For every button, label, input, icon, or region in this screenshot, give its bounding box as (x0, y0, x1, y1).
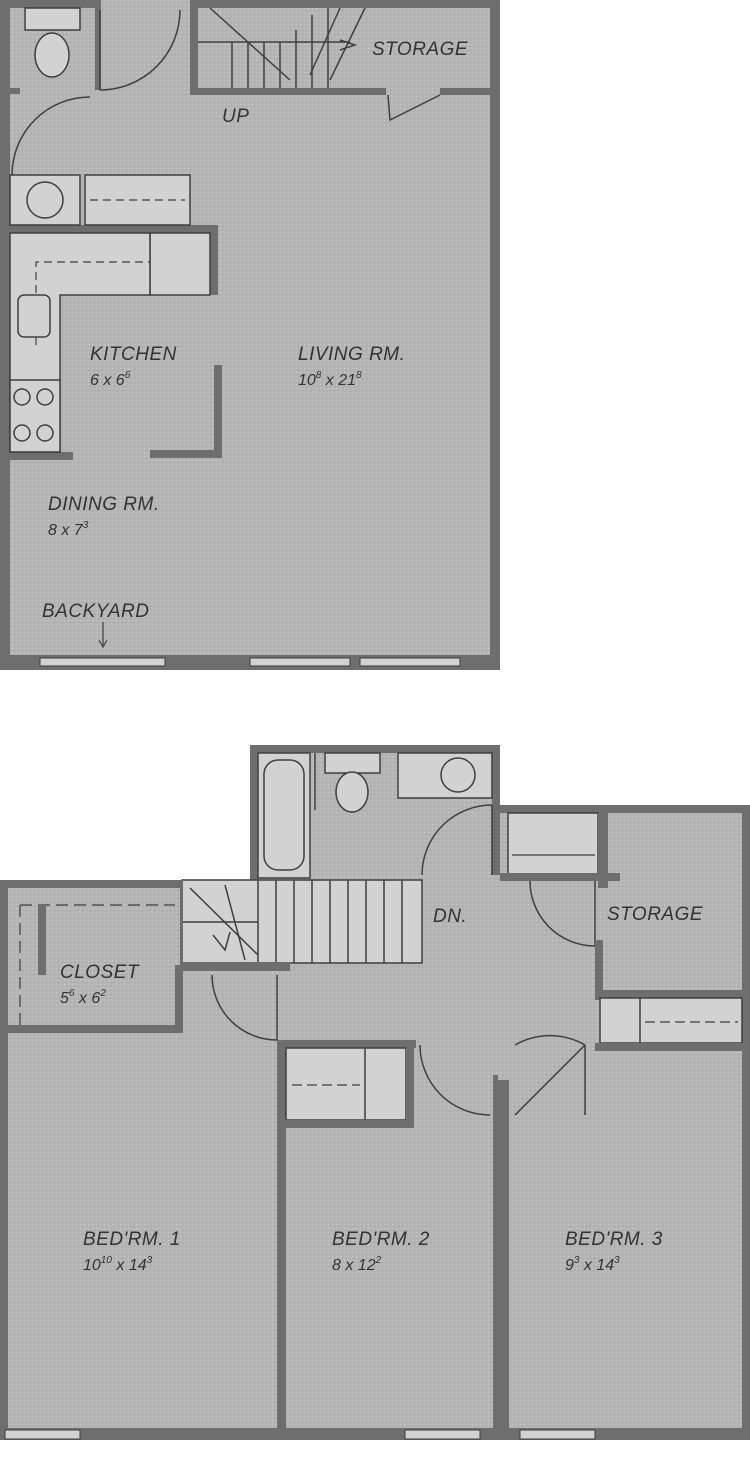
stove-burner-icon (13, 388, 31, 406)
kitchen-label: KITCHEN (90, 344, 177, 365)
storage-label-1f: STORAGE (372, 39, 468, 60)
stairs-down (181, 879, 423, 964)
powder-room-door-swing (99, 9, 181, 91)
storage-label-2f: STORAGE (607, 904, 703, 925)
arrow-icon (212, 931, 231, 952)
bedroom1-dimension: 1010 x 143 (83, 1255, 153, 1274)
second-floor: DN. STORAGE CLOSET 56 x 62 BED'RM. 1 101… (0, 745, 750, 1440)
toilet-tank (24, 7, 81, 31)
bathroom-fixtures (257, 752, 493, 879)
washer-box (9, 174, 81, 226)
hall-doors (211, 974, 586, 1116)
first-floor-area (0, 0, 500, 670)
sink-icon (17, 294, 51, 338)
bedroom2-door-swing (419, 1044, 491, 1116)
bedroom3-door-swing (514, 1034, 586, 1046)
bedroom1-label: BED'RM. 1 (83, 1229, 181, 1250)
toilet-icon (335, 771, 369, 813)
closet-dimension: 56 x 62 (60, 988, 106, 1007)
storage-door-swing-2f (529, 880, 596, 947)
dining-room-dimension: 8 x 73 (48, 520, 89, 539)
second-floor-windows (4, 1429, 596, 1440)
washer-icon (26, 181, 64, 219)
arrow-down-icon (98, 622, 108, 649)
backyard-label: BACKYARD (42, 601, 149, 622)
powder-room (11, 7, 181, 176)
laundry (9, 174, 191, 226)
bedroom2-dimension: 8 x 122 (332, 1255, 382, 1274)
linen-closet (500, 812, 620, 947)
storage-door-swing-1f (387, 94, 441, 122)
bedroom-dividers (277, 1040, 509, 1430)
stairs-down-label: DN. (433, 906, 467, 927)
bathroom-door-swing (421, 804, 493, 876)
kitchen-fixtures (9, 232, 211, 453)
closet-label: CLOSET (60, 962, 140, 983)
living-room-label: LIVING RM. (298, 344, 405, 365)
first-floor-windows (39, 657, 461, 667)
upper-cabinet (149, 232, 211, 296)
stove-burner-icon (36, 424, 54, 442)
bedroom2-closet (285, 1040, 416, 1128)
bedroom3-dimension: 93 x 143 (565, 1255, 620, 1274)
stairs-up (198, 7, 366, 88)
storage-walls-2f (595, 940, 745, 1051)
kitchen-dimension: 6 x 66 (90, 370, 131, 389)
closet-2f (8, 888, 183, 1033)
sink-icon (440, 757, 476, 793)
sink-vanity (397, 752, 493, 799)
bedroom1-door-swing (211, 974, 278, 1041)
first-floor-interior-walls (8, 0, 500, 460)
stove-burner-icon (13, 424, 31, 442)
stove-burner-icon (36, 388, 54, 406)
bedroom2-label: BED'RM. 2 (332, 1229, 430, 1250)
living-room-dimension: 108 x 218 (298, 370, 362, 389)
arrow-icon (339, 39, 358, 51)
bedroom3-label: BED'RM. 3 (565, 1229, 663, 1250)
bathtub-icon (257, 752, 311, 879)
toilet-icon (34, 32, 70, 78)
stairs-up-label: UP (222, 106, 249, 127)
first-floor: STORAGE UP KITCHEN 6 x 66 LIVING RM. 108… (0, 0, 500, 670)
dining-room-label: DINING RM. (48, 494, 160, 515)
laundry-door-swing (11, 96, 91, 176)
toilet-tank-2f (324, 752, 381, 774)
